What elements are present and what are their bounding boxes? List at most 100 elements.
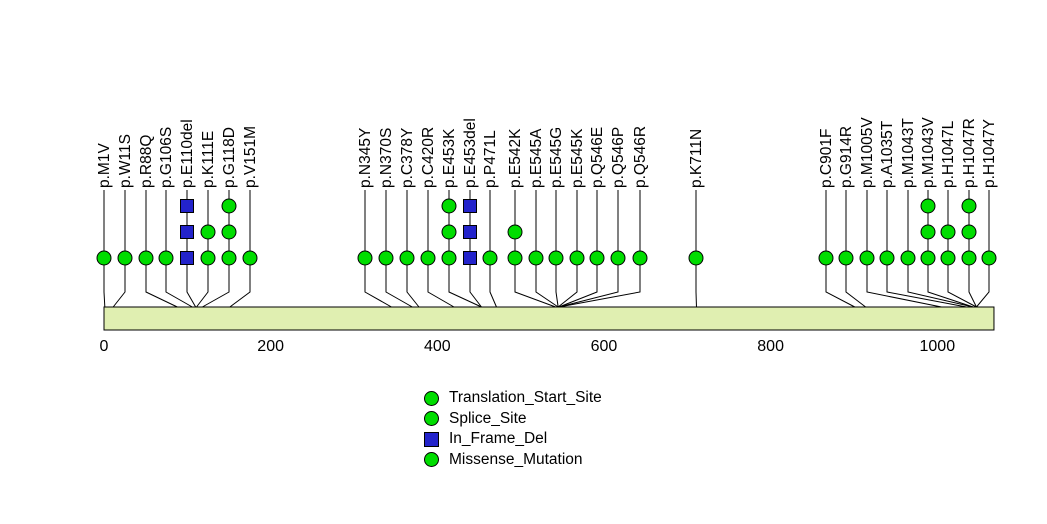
mutation-marker-circle — [940, 250, 956, 266]
mutation-stem — [448, 190, 482, 308]
mutation-marker-circle — [920, 250, 936, 266]
mutation-marker-circle — [688, 250, 704, 266]
mutation-stem — [558, 190, 641, 308]
mutation-stem — [886, 190, 967, 308]
mutation-marker-circle — [441, 198, 457, 214]
mutation-marker-square — [463, 251, 477, 265]
mutation-stem — [112, 190, 126, 308]
mutation-stem — [968, 190, 977, 308]
mutation-stem — [555, 190, 559, 308]
mutation-marker-circle — [610, 250, 626, 266]
legend-label: In_Frame_Del — [449, 430, 548, 448]
mutation-marker-circle — [920, 224, 936, 240]
mutation-label: p.G118D — [221, 127, 238, 188]
mutation-marker-square — [180, 199, 194, 213]
mutation-label: p.H1047Y — [981, 119, 998, 188]
mutation-marker-square — [180, 251, 194, 265]
mutation-marker-circle — [818, 250, 834, 266]
splice-site-marker-icon — [424, 411, 439, 427]
mutation-label: p.K711N — [688, 129, 705, 188]
mutation-label: p.V151M — [242, 126, 259, 188]
mutation-stem — [866, 190, 942, 308]
mutation-stem — [145, 190, 178, 308]
mutation-stem — [557, 190, 578, 308]
mutation-marker-circle — [940, 224, 956, 240]
mutation-marker-circle — [961, 250, 977, 266]
mutation-marker-circle — [632, 250, 648, 266]
mutation-marker-circle — [96, 250, 112, 266]
mutation-stem — [927, 190, 974, 308]
mutation-marker-circle — [838, 250, 854, 266]
gene-body — [103, 306, 995, 331]
legend-label: Translation_Start_Site — [449, 389, 602, 407]
mutation-marker-circle — [920, 198, 936, 214]
mutation-stem — [364, 190, 392, 308]
x-axis-tick-label: 0 — [100, 338, 109, 355]
mutation-label: p.E110del — [179, 119, 196, 188]
mutation-label: p.E545A — [528, 128, 545, 188]
missense-mutation-marker-icon — [424, 452, 439, 468]
mutation-stem — [845, 190, 866, 308]
mutation-label: p.R88Q — [138, 135, 155, 188]
mutation-marker-circle — [859, 250, 875, 266]
mutation-stem — [947, 190, 977, 308]
mutation-label: p.H1047L — [940, 120, 957, 188]
legend-item-in-frame-del: In_Frame_Del — [424, 429, 602, 450]
mutation-label: p.E545K — [569, 128, 586, 188]
mutation-label: p.M1043V — [920, 117, 937, 188]
mutation-label: p.E453K — [441, 128, 458, 188]
mutation-label: p.K111E — [200, 131, 217, 188]
mutation-marker-circle — [981, 250, 997, 266]
mutation-marker-circle — [528, 250, 544, 266]
mutation-stem — [514, 190, 556, 308]
mutation-marker-circle — [357, 250, 373, 266]
mutation-label: p.W11S — [117, 134, 134, 188]
mutation-stem — [103, 190, 106, 308]
mutation-marker-circle — [221, 198, 237, 214]
mutation-label: p.H1047R — [961, 118, 978, 188]
mutation-stem — [535, 190, 559, 308]
legend-label: Splice_Site — [449, 409, 527, 427]
mutation-marker-square — [463, 225, 477, 239]
mutation-marker-circle — [441, 224, 457, 240]
mutation-marker-circle — [507, 250, 523, 266]
mutation-stem — [907, 190, 974, 308]
mutation-label: p.N345Y — [357, 128, 374, 188]
mutation-label: p.A1035T — [879, 120, 896, 188]
mutation-label: p.Q546R — [632, 126, 649, 188]
mutation-stem — [229, 190, 251, 308]
mutation-label: p.M1V — [96, 143, 113, 188]
x-axis-tick-label: 1000 — [920, 338, 956, 355]
mutation-marker-circle — [961, 224, 977, 240]
mutation-stem — [489, 190, 497, 308]
mutation-marker-circle — [399, 250, 415, 266]
mutation-marker-circle — [158, 250, 174, 266]
mutation-marker-circle — [569, 250, 585, 266]
mutation-marker-circle — [589, 250, 605, 266]
in-frame-del-marker-icon — [424, 431, 439, 447]
mutation-marker-circle — [900, 250, 916, 266]
mutation-stem — [196, 190, 209, 308]
mutation-label: p.P471L — [482, 130, 499, 188]
mutation-marker-circle — [961, 198, 977, 214]
mutation-label: p.M1043T — [900, 118, 917, 188]
mutation-stem — [406, 190, 420, 308]
mutation-marker-circle — [482, 250, 498, 266]
mutation-stem — [825, 190, 856, 308]
mutation-label: p.E545G — [548, 127, 565, 188]
mutation-marker-circle — [200, 224, 216, 240]
mutation-label: p.E542K — [507, 128, 524, 188]
mutation-marker-circle — [441, 250, 457, 266]
mutation-marker-circle — [548, 250, 564, 266]
mutation-marker-circle — [221, 250, 237, 266]
mutation-label: p.C901F — [818, 129, 835, 188]
mutation-marker-circle — [420, 250, 436, 266]
mutation-stem — [558, 190, 619, 308]
mutation-label: p.G914R — [838, 126, 855, 188]
mutation-stem — [165, 190, 193, 308]
legend: Translation_Start_Site Splice_Site In_Fr… — [424, 388, 602, 470]
mutation-label: p.Q546E — [589, 127, 606, 188]
mutation-label: p.C420R — [420, 127, 437, 188]
